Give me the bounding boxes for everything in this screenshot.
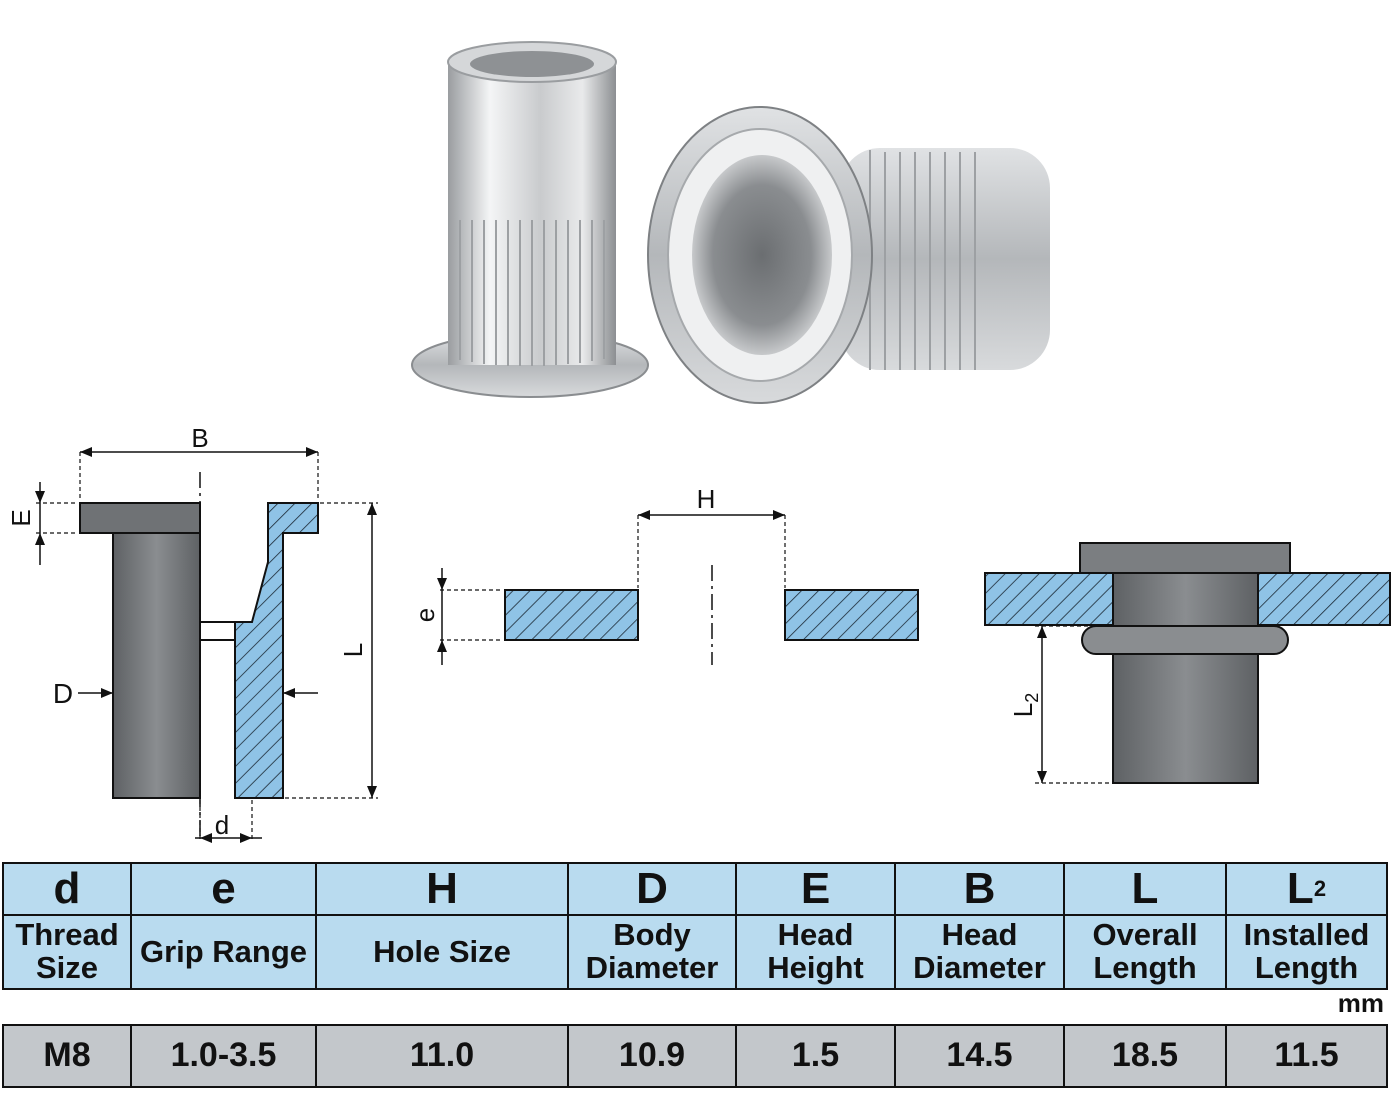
- bulge-ring: [1081, 625, 1289, 655]
- col-letter-L: L: [1063, 862, 1227, 914]
- rivet-nut-standing: [411, 41, 649, 398]
- col-letter-B: B: [894, 862, 1065, 914]
- table-header-names: Thread Size Grip Range Hole Size Body Di…: [2, 914, 1396, 990]
- value-grip-range: 1.0-3.5: [130, 1024, 317, 1088]
- installed-head: [1079, 542, 1291, 574]
- col-name-overall-length: Overall Length: [1063, 914, 1227, 990]
- dim-label-L2-sub: 2: [1022, 693, 1042, 703]
- plate-left-installed: [984, 572, 1114, 626]
- rivet-nut-lying: [647, 106, 1050, 404]
- dim-label-E: E: [6, 509, 36, 526]
- plate-left: [504, 589, 639, 641]
- col-name-hole-size: Hole Size: [315, 914, 569, 990]
- col-name-thread-size: Thread Size: [2, 914, 132, 990]
- dim-label-L2: L2: [1008, 693, 1042, 717]
- table-row: M8 1.0-3.5 11.0 10.9 1.5 14.5 18.5 11.5: [2, 1024, 1396, 1088]
- plate-right-installed: [1257, 572, 1391, 626]
- value-thread-size: M8: [2, 1024, 132, 1088]
- dim-label-e: e: [410, 608, 440, 622]
- col-letter-H: H: [315, 862, 569, 914]
- installed-rivet-nut-drawing: L2: [984, 542, 1391, 784]
- installed-body: [1112, 572, 1259, 784]
- dim-label-L2-main: L: [1008, 703, 1038, 717]
- value-body-diameter: 10.9: [567, 1024, 737, 1088]
- value-overall-length: 18.5: [1063, 1024, 1227, 1088]
- dim-label-B: B: [191, 423, 208, 453]
- value-hole-size: 11.0: [315, 1024, 569, 1088]
- col-name-head-diameter: Head Diameter: [894, 914, 1065, 990]
- plate-right: [784, 589, 919, 641]
- rivet-nut-section-drawing: B E L D d: [6, 423, 378, 843]
- value-head-diameter: 14.5: [894, 1024, 1065, 1088]
- body-left: [112, 532, 201, 799]
- col-name-head-height: Head Height: [735, 914, 896, 990]
- col-name-body-diameter: Body Diameter: [567, 914, 737, 990]
- col-letter-E: E: [735, 862, 896, 914]
- dim-label-d: d: [215, 810, 229, 840]
- col-letter-d: d: [2, 862, 132, 914]
- col-letter-L2-main: L: [1286, 863, 1314, 913]
- plate-hole-drawing: H e: [410, 484, 919, 665]
- hatched-section: [234, 502, 319, 799]
- col-letter-e: e: [130, 862, 317, 914]
- dim-label-D: D: [53, 678, 73, 709]
- col-letter-D: D: [567, 862, 737, 914]
- rivet-nut-photo: [411, 41, 1050, 404]
- unit-row: mm: [4, 988, 1396, 1024]
- technical-drawings: B E L D d: [6, 423, 1391, 843]
- col-name-grip-range: Grip Range: [130, 914, 317, 990]
- dim-label-L: L: [338, 643, 368, 657]
- unit-label: mm: [1337, 988, 1384, 1018]
- value-installed-length: 11.5: [1225, 1024, 1388, 1088]
- col-letter-L2-sub: 2: [1313, 876, 1327, 902]
- head-left: [79, 502, 201, 534]
- col-name-installed-length: Installed Length: [1225, 914, 1388, 990]
- dim-label-H: H: [697, 484, 716, 514]
- value-head-height: 1.5: [735, 1024, 896, 1088]
